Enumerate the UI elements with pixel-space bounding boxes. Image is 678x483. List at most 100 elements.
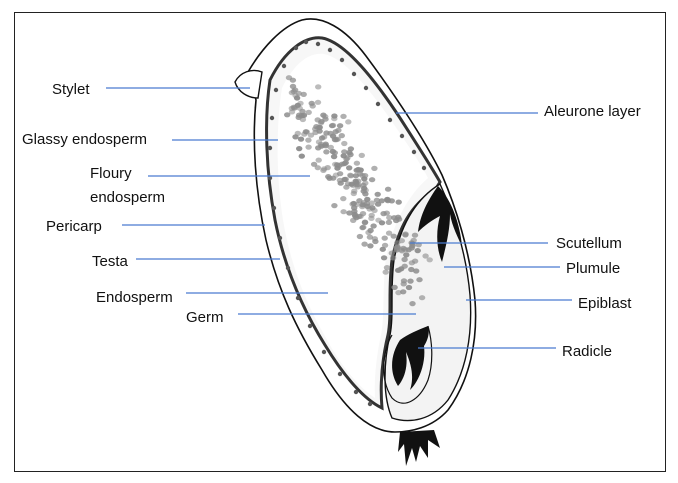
- starch-granule: [335, 128, 341, 133]
- starch-granule: [329, 123, 335, 128]
- starch-granule: [411, 238, 417, 243]
- starch-granule: [289, 90, 295, 95]
- starch-granule: [406, 285, 412, 290]
- starch-granule: [321, 166, 327, 171]
- starch-granule: [334, 162, 340, 167]
- starch-granule: [409, 260, 415, 265]
- starch-granule: [412, 233, 418, 238]
- starch-granule: [403, 252, 409, 257]
- starch-granule: [409, 301, 415, 306]
- label-endosperm: Endosperm: [96, 289, 173, 306]
- starch-granule: [297, 106, 303, 111]
- label-germ: Germ: [186, 309, 224, 326]
- starch-granule: [319, 135, 325, 140]
- starch-granule: [316, 158, 322, 163]
- starch-granule: [291, 105, 297, 110]
- starch-granule: [383, 270, 389, 275]
- starch-granule: [343, 185, 349, 190]
- label-stylet: Stylet: [52, 81, 90, 98]
- starch-granule: [359, 204, 365, 209]
- starch-granule: [416, 277, 422, 282]
- label-radicle: Radicle: [562, 343, 612, 360]
- starch-granule: [372, 236, 378, 241]
- starch-granule: [299, 154, 305, 159]
- starch-granule: [362, 220, 368, 225]
- starch-granule: [343, 160, 349, 165]
- starch-granule: [315, 165, 321, 170]
- label-testa: Testa: [92, 253, 129, 270]
- starch-granule: [348, 173, 354, 178]
- starch-granule: [370, 223, 376, 228]
- label-aleurone-layer: Aleurone layer: [544, 103, 641, 120]
- starch-granule: [323, 142, 329, 147]
- starch-granule: [359, 153, 365, 158]
- starch-granule: [351, 205, 357, 210]
- starch-granule: [352, 212, 358, 217]
- starch-granule: [401, 257, 407, 262]
- starch-granule: [365, 230, 371, 235]
- starch-granule: [340, 114, 346, 119]
- starch-granule: [340, 196, 346, 201]
- starch-granule: [415, 248, 421, 253]
- starch-granule: [427, 257, 433, 262]
- starch-granule: [382, 236, 388, 241]
- starch-granule: [359, 225, 365, 230]
- starch-granule: [396, 200, 402, 205]
- starch-granule: [379, 198, 385, 203]
- starch-granule: [390, 255, 396, 260]
- label-scutellum: Scutellum: [556, 235, 622, 252]
- starch-granule: [379, 220, 385, 225]
- starch-granule: [339, 133, 345, 138]
- starch-granule: [413, 268, 419, 273]
- starch-granule: [380, 211, 386, 216]
- starch-granule: [359, 173, 365, 178]
- starch-granule: [298, 137, 304, 142]
- starch-granule: [344, 155, 350, 160]
- starch-granule: [289, 109, 295, 114]
- starch-granule: [345, 119, 351, 124]
- starch-granule: [419, 295, 425, 300]
- starch-granule: [301, 92, 307, 97]
- starch-granule: [327, 131, 333, 136]
- starch-granule: [331, 203, 337, 208]
- starch-granule: [355, 182, 361, 187]
- starch-granule: [326, 176, 332, 181]
- starch-granule: [351, 191, 357, 196]
- starch-granule: [315, 84, 321, 89]
- starch-granule: [357, 234, 363, 239]
- stylet-shape: [235, 70, 262, 98]
- starch-granule: [375, 192, 381, 197]
- starch-granule: [331, 116, 337, 121]
- starch-granule: [367, 243, 373, 248]
- starch-granule: [337, 123, 343, 128]
- starch-granule: [384, 265, 390, 270]
- label-glassy-endosperm: Glassy endosperm: [22, 131, 147, 148]
- starch-granule: [407, 279, 413, 284]
- starch-granule: [318, 119, 324, 124]
- starch-granule: [323, 149, 329, 154]
- starch-granule: [296, 146, 302, 151]
- starch-granule: [382, 243, 388, 248]
- starch-granule: [322, 114, 328, 119]
- starch-granule: [351, 201, 357, 206]
- starch-granule: [361, 242, 367, 247]
- starch-granule: [296, 113, 302, 118]
- starch-granule: [358, 167, 364, 172]
- starch-granule: [343, 177, 349, 182]
- starch-granule: [348, 146, 354, 151]
- label-floury-line1: Floury: [90, 165, 132, 182]
- starch-granule: [332, 137, 338, 142]
- starch-granule: [396, 217, 402, 222]
- starch-granule: [395, 268, 401, 273]
- starch-granule: [409, 243, 415, 248]
- starch-granule: [362, 181, 368, 186]
- label-plumule: Plumule: [566, 260, 620, 277]
- starch-granule: [381, 255, 387, 260]
- starch-granule: [384, 197, 390, 202]
- starch-granule: [391, 234, 397, 239]
- starch-granule: [402, 232, 408, 237]
- starch-granule: [354, 161, 360, 166]
- starch-granule: [313, 124, 319, 129]
- starch-granule: [401, 278, 407, 283]
